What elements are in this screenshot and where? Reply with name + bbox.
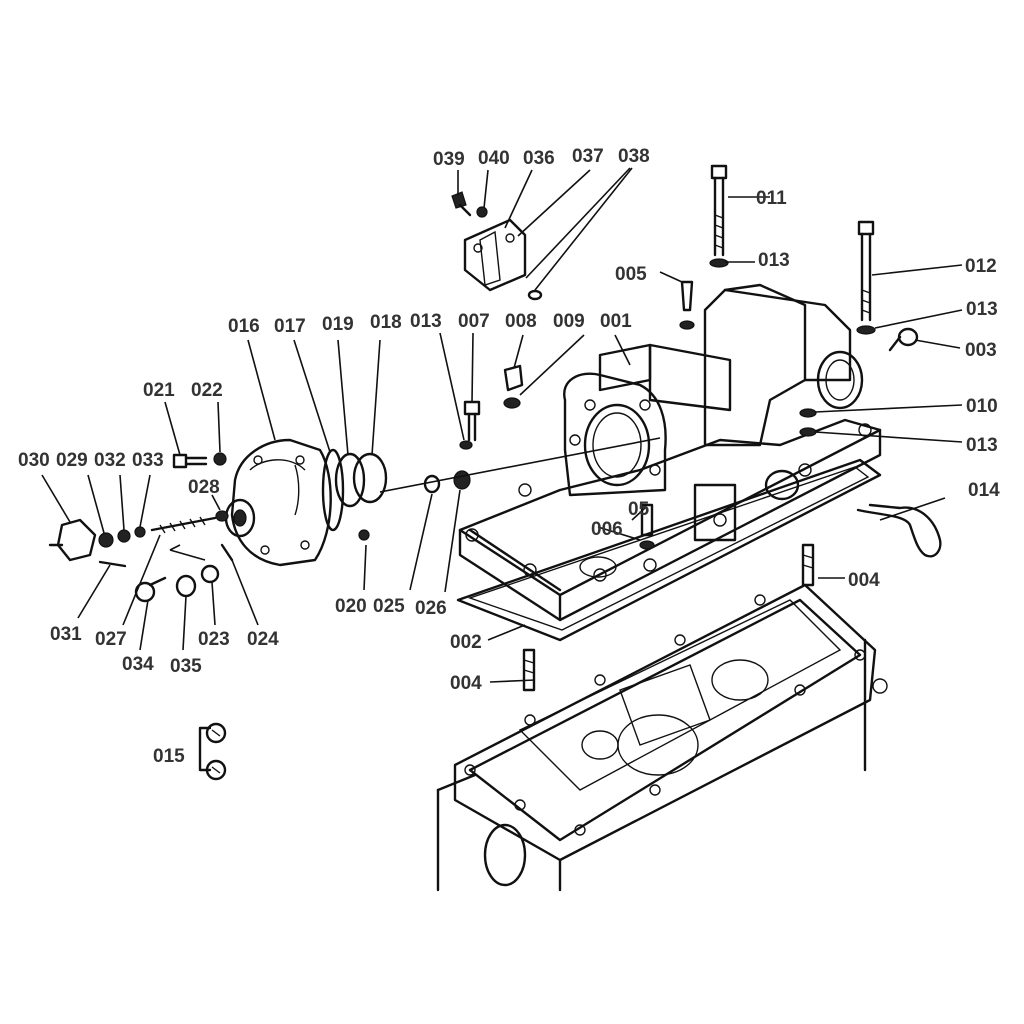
label-039: 039 <box>433 149 465 170</box>
bolt-011 <box>710 164 728 257</box>
nut-033 <box>134 526 146 538</box>
washer-009 <box>503 397 521 409</box>
label-005: 005 <box>615 264 647 285</box>
label-001: 001 <box>600 311 632 332</box>
bolt-012 <box>857 220 875 322</box>
nut-035 <box>175 574 197 598</box>
o-ring-038 <box>527 289 543 301</box>
label-024: 024 <box>247 629 279 650</box>
shaft-axis <box>379 437 661 493</box>
bolt-05 <box>639 503 655 550</box>
governor-housing <box>224 438 332 567</box>
label-031: 031 <box>50 624 82 645</box>
bolt-021 <box>172 453 208 469</box>
label-004-a: 004 <box>848 570 880 591</box>
pin-031 <box>98 560 127 568</box>
lever-024 <box>220 543 234 562</box>
label-032: 032 <box>94 450 126 471</box>
label-009: 009 <box>553 311 585 332</box>
label-05: 05 <box>628 499 650 520</box>
label-036: 036 <box>523 148 555 169</box>
label-003: 003 <box>965 340 997 361</box>
washer-029 <box>98 532 114 548</box>
gear-case-cover <box>458 283 882 622</box>
label-014: 014 <box>968 480 1000 501</box>
knob-030 <box>48 518 97 562</box>
bolt-005 <box>679 280 695 330</box>
label-011: 011 <box>756 188 787 209</box>
nut-020 <box>358 529 370 541</box>
label-010: 010 <box>966 396 998 417</box>
label-008: 008 <box>505 311 537 332</box>
label-013-a: 013 <box>758 250 790 271</box>
cover-plate <box>463 218 527 292</box>
label-038: 038 <box>618 146 650 167</box>
bolt-007 <box>463 400 481 442</box>
label-029: 029 <box>56 450 88 471</box>
gasket <box>456 458 882 642</box>
gasket-017 <box>321 448 345 532</box>
o-ring-019 <box>334 452 366 508</box>
label-015: 015 <box>153 746 185 767</box>
washer-040 <box>476 206 488 218</box>
label-012: 012 <box>965 256 997 277</box>
label-033: 033 <box>132 450 164 471</box>
label-006: 006 <box>591 519 623 540</box>
label-023: 023 <box>198 629 230 650</box>
label-030: 030 <box>18 450 50 471</box>
label-019: 019 <box>322 314 354 335</box>
label-035: 035 <box>170 656 202 677</box>
label-013-d: 013 <box>966 435 998 456</box>
seal-set-015 <box>198 722 227 781</box>
label-034: 034 <box>122 654 154 675</box>
washer-022 <box>213 452 227 466</box>
leader-lines <box>41 167 963 683</box>
part-labels: 039 040 036 037 038 011 013 012 005 013 … <box>18 146 1000 767</box>
seal-026 <box>453 470 471 490</box>
label-013-c: 013 <box>410 311 442 332</box>
label-027: 027 <box>95 629 127 650</box>
label-037: 037 <box>572 146 604 167</box>
washers-013 <box>459 258 876 450</box>
label-016: 016 <box>228 316 260 337</box>
plug-008 <box>503 364 524 392</box>
label-021: 021 <box>143 380 175 401</box>
label-025: 025 <box>373 596 405 617</box>
label-013-b: 013 <box>966 299 998 320</box>
label-018: 018 <box>370 312 402 333</box>
label-022: 022 <box>191 380 223 401</box>
washer-025 <box>423 474 441 494</box>
label-004-b: 004 <box>450 673 482 694</box>
label-026: 026 <box>415 598 447 619</box>
plug-003 <box>888 327 919 352</box>
lever-023 <box>200 564 220 584</box>
label-002: 002 <box>450 632 482 653</box>
ring-018 <box>352 452 388 504</box>
breather-pipe <box>856 503 942 558</box>
washer-032 <box>117 529 131 543</box>
label-007: 007 <box>458 311 490 332</box>
label-028: 028 <box>188 477 220 498</box>
label-020: 020 <box>335 596 367 617</box>
bolt-039 <box>451 191 472 217</box>
label-017: 017 <box>274 316 306 337</box>
label-040: 040 <box>478 148 510 169</box>
stud-004-upper <box>801 543 815 587</box>
pin-028 <box>215 510 229 522</box>
stud-004-lower <box>522 648 536 692</box>
spring-027 <box>150 516 217 534</box>
engine-block <box>436 583 888 892</box>
